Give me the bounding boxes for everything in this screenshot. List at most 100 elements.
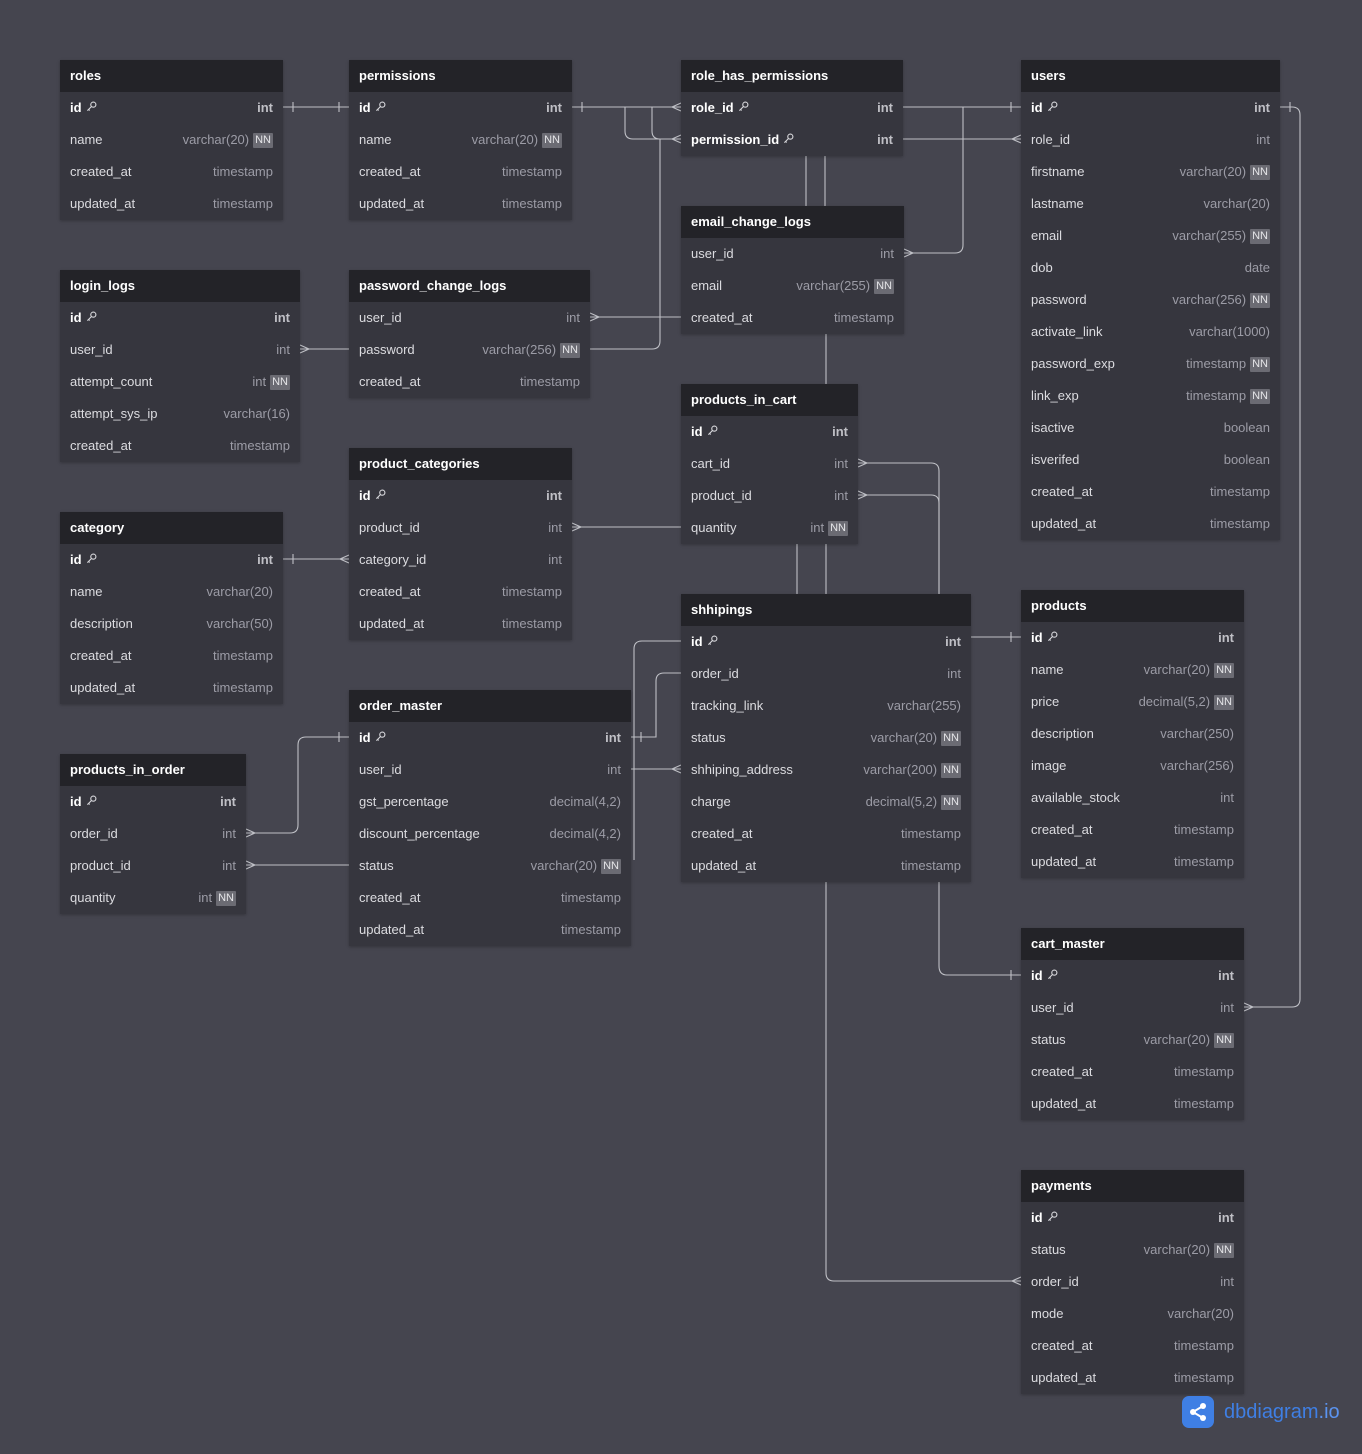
table-header[interactable]: order_master	[349, 690, 631, 722]
table-header[interactable]: users	[1021, 60, 1280, 92]
table-header[interactable]: role_has_permissions	[681, 60, 903, 92]
table-header[interactable]: products	[1021, 590, 1244, 622]
table-header[interactable]: category	[60, 512, 283, 544]
table-header[interactable]: products_in_order	[60, 754, 246, 786]
table-header[interactable]: email_change_logs	[681, 206, 904, 238]
table-header[interactable]: cart_master	[1021, 928, 1244, 960]
table-header[interactable]: password_change_logs	[349, 270, 590, 302]
table-header[interactable]: permissions	[349, 60, 572, 92]
table-header[interactable]: payments	[1021, 1170, 1244, 1202]
table-header[interactable]: product_categories	[349, 448, 572, 480]
table-header[interactable]: products_in_cart	[681, 384, 858, 416]
